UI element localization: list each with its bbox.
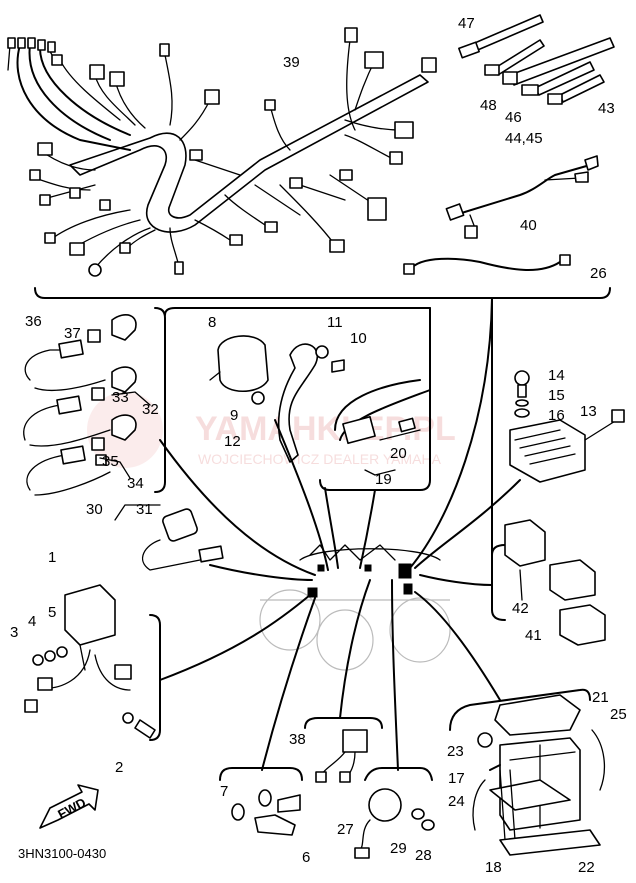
rectifier-regulator	[509, 370, 625, 483]
callout-25: 25	[610, 706, 627, 723]
callout-42: 42	[512, 600, 529, 617]
callout-5: 5	[48, 604, 56, 621]
ignition-coil-group	[164, 307, 431, 463]
fwd-arrow: FWD	[39, 784, 99, 829]
callout-37: 37	[64, 325, 81, 342]
battery-group	[449, 688, 606, 856]
fwd-label: FWD	[55, 795, 88, 822]
callout-12: 12	[224, 433, 241, 450]
callout-18: 18	[485, 859, 502, 876]
relay-covers	[491, 519, 606, 646]
callout-numbers: 47 39 48 46 43 44,45 40 26 36 37 8 11 10…	[10, 15, 627, 876]
callout-16: 16	[548, 407, 565, 424]
harness-group-bracket	[34, 287, 611, 299]
bottom-components	[219, 717, 435, 859]
callout-6: 6	[302, 849, 310, 866]
callout-13: 13	[580, 403, 597, 420]
callout-48: 48	[480, 97, 497, 114]
callout-32: 32	[142, 401, 159, 418]
callout-31: 31	[136, 501, 153, 518]
callout-14: 14	[548, 367, 565, 384]
callout-11: 11	[327, 314, 343, 331]
callout-26: 26	[590, 265, 607, 282]
callout-41: 41	[525, 627, 542, 644]
callout-34: 34	[127, 475, 144, 492]
watermark-sub: WOJCIECHOWICZ DEALER YAMAHA	[198, 451, 442, 467]
callout-1: 1	[48, 549, 56, 566]
callout-40: 40	[520, 217, 537, 234]
cdi-unit	[24, 584, 161, 741]
callout-3: 3	[10, 624, 18, 641]
callout-brackets	[99, 391, 523, 601]
frame-outline	[259, 544, 451, 671]
callout-20: 20	[390, 445, 407, 462]
callout-30: 30	[86, 501, 103, 518]
callout-19: 19	[375, 471, 392, 488]
callout-36: 36	[25, 313, 42, 330]
wire-harness	[7, 27, 437, 277]
callout-27: 27	[337, 821, 354, 838]
callout-29: 29	[390, 840, 407, 857]
callout-8: 8	[208, 314, 216, 331]
callout-35: 35	[102, 453, 119, 470]
callout-22: 22	[578, 859, 595, 876]
callout-38: 38	[289, 731, 306, 748]
callout-46: 46	[505, 109, 522, 126]
callout-4: 4	[28, 613, 36, 630]
callout-33: 33	[112, 389, 129, 406]
switch-30-31	[141, 508, 224, 571]
callout-24: 24	[448, 793, 465, 810]
diagram-code: 3HN3100-0430	[18, 846, 106, 861]
callout-47: 47	[458, 15, 475, 32]
sub-lead-26	[403, 254, 571, 275]
lead-group-32-37	[23, 307, 166, 496]
leader-lines	[159, 297, 521, 771]
callout-2: 2	[115, 759, 123, 776]
callout-44-45: 44,45	[505, 130, 543, 147]
cable-bands	[458, 14, 615, 105]
callout-23: 23	[447, 743, 464, 760]
callout-43: 43	[598, 100, 615, 117]
callout-39: 39	[283, 54, 300, 71]
callout-10: 10	[350, 330, 367, 347]
callout-17: 17	[448, 770, 465, 787]
callout-7: 7	[220, 783, 228, 800]
callout-9: 9	[230, 407, 238, 424]
callout-21: 21	[592, 689, 609, 706]
sub-lead-40	[445, 155, 599, 239]
callout-15: 15	[548, 387, 565, 404]
callout-28: 28	[415, 847, 432, 864]
